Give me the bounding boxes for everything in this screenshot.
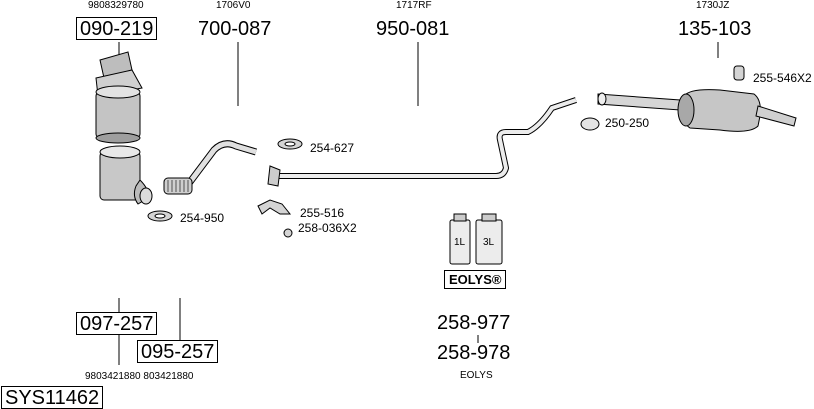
front-pipe-ref: 1706V0 — [216, 0, 251, 11]
accessory-label[interactable]: 258-036X2 — [298, 221, 357, 235]
eolys-part-number-1[interactable]: 258-977 — [437, 312, 511, 334]
eolys-part-number-2[interactable]: 258-978 — [437, 342, 511, 364]
catalyst-part-number[interactable]: 090-219 — [76, 17, 158, 40]
middle-pipe-ref: 1717RF — [396, 0, 432, 11]
bottle-3l-label: 3L — [483, 237, 495, 248]
middle-pipe-drawing — [267, 97, 577, 187]
accessory-label[interactable]: 255-516 — [300, 206, 345, 220]
part-number-095-257[interactable]: 095-257 — [137, 340, 219, 363]
clamp-icon-250-250 — [580, 117, 600, 131]
eolys-caption: EOLYS — [460, 370, 493, 381]
front-pipe-part-number[interactable]: 700-087 — [198, 18, 272, 40]
catalyst-ref: 9808329780 — [88, 0, 144, 11]
accessory-label[interactable]: 255-546X2 — [753, 71, 812, 85]
hanger-icon-255-546 — [733, 65, 745, 81]
catalytic-converter-drawing — [95, 51, 153, 205]
accessory-label[interactable]: 250-250 — [605, 116, 650, 130]
nut-icon-258-036 — [283, 228, 293, 238]
bottle-1l-label: 1L — [454, 237, 466, 248]
front-pipe-drawing — [163, 140, 258, 195]
rear-silencer-drawing — [597, 89, 797, 132]
eolys-logo: EOLYS® — [444, 270, 507, 289]
lower-refs: 9803421880 803421880 — [85, 371, 194, 382]
middle-pipe-part-number[interactable]: 950-081 — [376, 18, 450, 40]
system-id: SYS11462 — [1, 386, 104, 409]
accessory-label[interactable]: 254-627 — [310, 141, 355, 155]
accessory-label[interactable]: 254-950 — [180, 211, 225, 225]
rear-silencer-part-number[interactable]: 135-103 — [678, 18, 752, 40]
bracket-icon-255-516 — [257, 199, 292, 215]
eolys-bottles — [449, 213, 503, 265]
part-number-097-257[interactable]: 097-257 — [76, 312, 158, 335]
rear-silencer-ref: 1730JZ — [696, 0, 730, 11]
clamp-icons — [147, 65, 745, 238]
